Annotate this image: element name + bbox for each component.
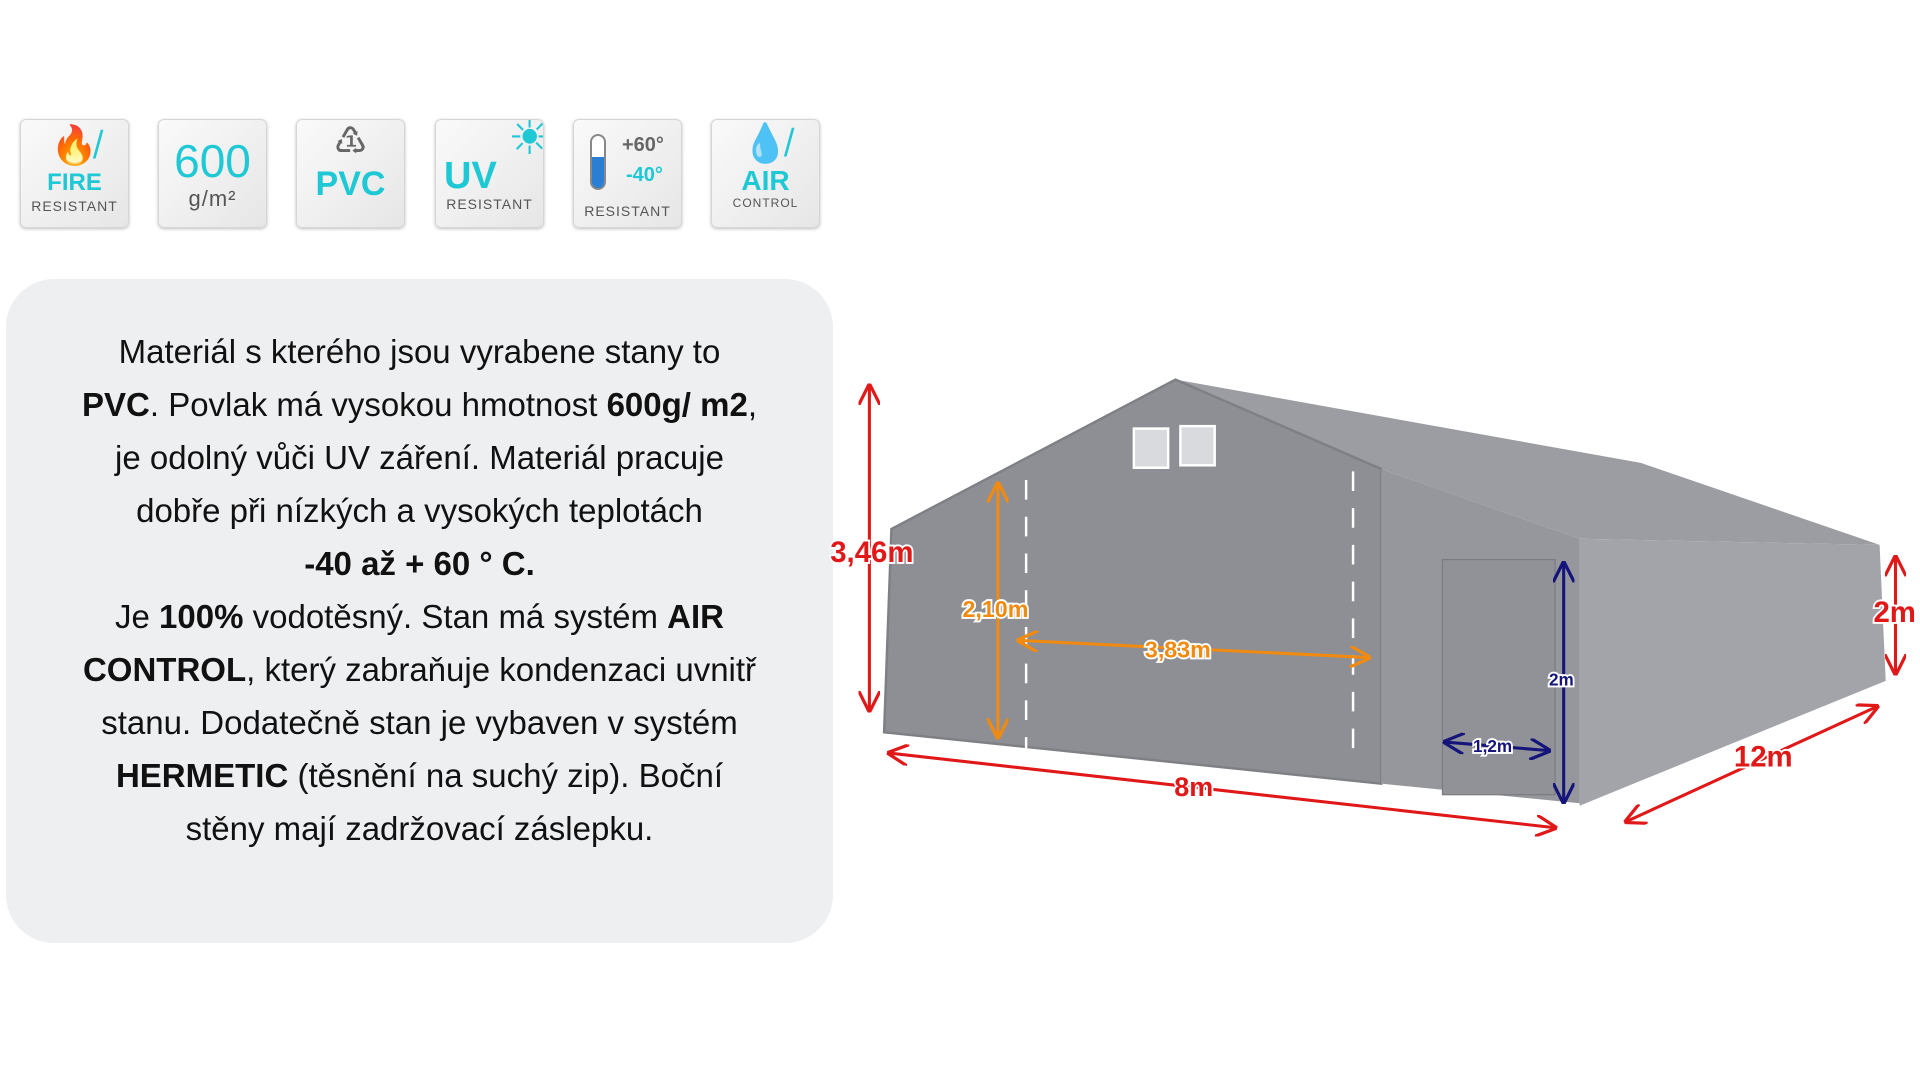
description-line: HERMETIC (těsnění na suchý zip). Boční	[26, 749, 813, 802]
bold-text: CONTROL	[82, 651, 247, 688]
tent-side-wall	[1579, 538, 1886, 806]
width-arrow	[889, 753, 1555, 828]
badge-subtitle: g/m²	[188, 186, 237, 211]
bold-text: PVC	[82, 386, 150, 423]
length-arrow	[1626, 707, 1877, 822]
text-segment: ,	[747, 386, 757, 423]
small-door-width-label: 1,2m	[1473, 736, 1512, 756]
window-icon	[1132, 427, 1170, 469]
text-segment: , který zabraňuje kondenzaci uvnitř	[246, 651, 757, 688]
text-segment: Je	[115, 598, 160, 635]
text-segment: stanu. Dodatečně stan je vybaven v systé…	[101, 704, 738, 741]
badge-subtitle: RESISTANT	[584, 203, 671, 219]
description-line: dobře při nízkých a vysokých teplotách	[26, 484, 813, 537]
door-height-label: 2,10m	[962, 596, 1028, 622]
thermometer-icon	[590, 134, 606, 190]
badge-title: PVC	[315, 165, 386, 203]
description-panel: Materiál s kterého jsou vyrabene stany t…	[6, 279, 833, 943]
max-temp: +60°	[622, 134, 664, 156]
small-door-height-label: 2m	[1549, 670, 1574, 690]
description-line: stěny mají zadržovací záslepku.	[26, 802, 813, 855]
text-segment: vodotěsný. Stan má systém	[243, 598, 668, 635]
small-door-width-arrow	[1445, 742, 1549, 751]
window-icon	[1179, 424, 1216, 467]
pvc-badge: ♳ PVC 3	[296, 119, 405, 228]
sun-icon: ☀	[508, 120, 543, 166]
description-text: Materiál s kterého jsou vyrabene stany t…	[26, 325, 813, 855]
description-line: -40 až + 60 ° C.	[26, 537, 813, 590]
text-segment: (těsnění na suchý zip). Boční	[288, 757, 724, 794]
bold-text: AIR	[667, 598, 724, 635]
width-label: 8m	[1174, 772, 1213, 802]
text-segment: . Povlak má vysokou hmotnost	[149, 386, 607, 423]
dimension-arrows	[869, 386, 1895, 828]
description-line: stanu. Dodatečně stan je vybaven v systé…	[26, 696, 813, 749]
bold-text: -40 až + 60 ° C.	[304, 545, 535, 582]
badge-title: AIR	[741, 165, 790, 196]
tent-roof	[1175, 379, 1880, 545]
badge-subtitle: CONTROL	[732, 196, 799, 210]
text-segment: je odolný vůči UV záření. Materiál pracu…	[115, 439, 724, 476]
flame-crossed-icon: 🔥̸	[50, 125, 99, 167]
side-door	[1441, 558, 1556, 796]
description-line: Materiál s kterého jsou vyrabene stany t…	[26, 325, 813, 378]
bold-text: 600g/ m2	[606, 386, 748, 423]
uv-resistant-badge: ☀ UV RESISTANT	[435, 119, 544, 228]
text-segment: stěny mají zadržovací záslepku.	[185, 810, 654, 847]
text-segment: dobře při nízkých a vysokých teplotách	[136, 492, 703, 529]
drop-crossed-icon: 💧̸	[741, 123, 790, 165]
recycle-icon: ♳	[333, 121, 368, 163]
air-control-badge: 💧̸ AIR CONTROL	[711, 119, 820, 228]
description-line: je odolný vůči UV záření. Materiál pracu…	[26, 431, 813, 484]
door-width-arrow	[1019, 640, 1369, 657]
description-line: Je 100% vodotěsný. Stan má systém AIR	[26, 590, 813, 643]
badge-title: UV	[444, 155, 497, 197]
fire-resistant-badge: 🔥̸ FIRE RESISTANT	[20, 119, 129, 228]
door-width-label: 3,83m	[1145, 637, 1211, 663]
badge-subtitle: RESISTANT	[446, 196, 533, 212]
min-temp: -40°	[626, 164, 663, 186]
height-total-label: 3,46m	[830, 536, 913, 569]
badge-title: FIRE	[47, 169, 102, 196]
badge-subtitle: RESISTANT	[31, 198, 118, 214]
badge-title: 600	[174, 135, 251, 187]
text-segment: Materiál s kterého jsou vyrabene stany t…	[118, 333, 721, 370]
weight-badge: 600 g/m²	[158, 119, 267, 228]
description-line: CONTROL, který zabraňuje kondenzaci uvni…	[26, 643, 813, 696]
temperature-badge: +60° -40° RESISTANT	[573, 119, 682, 228]
bold-text: HERMETIC	[115, 757, 289, 794]
bold-text: 100%	[159, 598, 244, 635]
length-label: 12m	[1734, 741, 1793, 774]
side-height-label: 2m	[1873, 596, 1915, 629]
description-line: PVC. Povlak má vysokou hmotnost 600g/ m2…	[26, 378, 813, 431]
dimension-labels: 3,46m 2,10m 3,83m 8m 2m 1,2m 12m 2m	[828, 534, 1917, 804]
